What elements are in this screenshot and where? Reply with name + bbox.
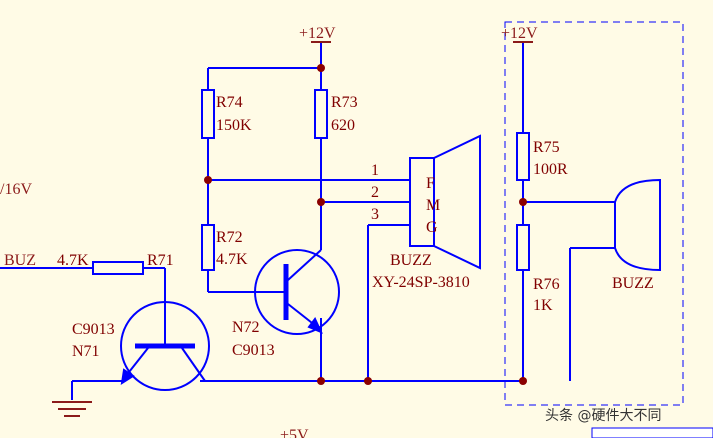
power-label-16v: /16V	[0, 181, 32, 198]
junctions	[204, 64, 527, 385]
r72-ref: R72	[216, 229, 243, 246]
buzzer-pin-2: 2	[371, 184, 379, 201]
r75-value: 100R	[533, 161, 568, 178]
buzzer-pin-letter-m: M	[426, 197, 440, 214]
r73-ref: R73	[331, 94, 358, 111]
r72-value: 4.7K	[216, 251, 248, 268]
net-label-buz: BUZ	[4, 252, 36, 269]
power-label-12v-right: +12V	[501, 25, 538, 42]
ground-symbol	[52, 401, 92, 417]
buzzer-pin-letter-g: G	[426, 219, 438, 236]
r76-value: 1K	[533, 297, 553, 314]
r74-ref: R74	[216, 94, 243, 111]
buzzer-main-name: BUZZ	[390, 252, 432, 269]
resistor-r72	[201, 224, 215, 271]
resistor-r76	[516, 224, 530, 271]
watermark-text: 头条 @硬件大不同	[545, 407, 661, 424]
r74-value: 150K	[216, 117, 252, 134]
power-label-12v-left: +12V	[299, 25, 336, 42]
transistor-n71	[120, 301, 210, 391]
module-boundary	[504, 21, 684, 406]
power-label-5v: +5V	[280, 427, 309, 438]
transistor-n72	[254, 240, 340, 335]
resistor-r74	[201, 89, 215, 139]
buzzer-pin-1: 1	[371, 162, 379, 179]
r73-value: 620	[331, 117, 355, 134]
buzzer-pin-letter-f: F	[426, 175, 435, 192]
n71-ref: N71	[72, 343, 100, 360]
r75-ref: R75	[533, 139, 560, 156]
n72-ref: N72	[232, 319, 260, 336]
wires	[0, 42, 615, 400]
buzzer-pin-3: 3	[371, 206, 379, 223]
n72-part: C9013	[232, 342, 275, 359]
n71-part: C9013	[72, 321, 115, 338]
buzzer-main	[409, 134, 481, 270]
watermark: 头条 @硬件大不同	[545, 407, 713, 438]
resistor-r71	[92, 261, 144, 275]
resistor-r73	[314, 89, 328, 139]
r71-value: 4.7K	[57, 252, 89, 269]
buzzer-alt-name: BUZZ	[612, 275, 654, 292]
r71-ref: R71	[147, 252, 174, 269]
r76-ref: R76	[533, 276, 560, 293]
buzzer-main-part: XY-24SP-3810	[372, 274, 470, 291]
buzzer-alt	[614, 178, 661, 272]
resistor-r75	[516, 132, 530, 181]
